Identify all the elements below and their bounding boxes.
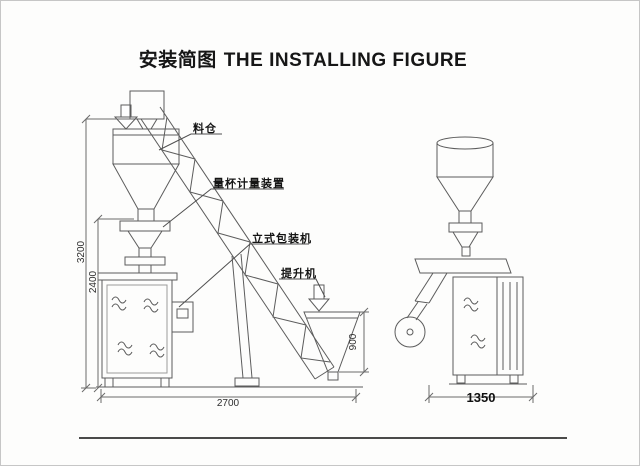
leader-measuring-device <box>162 188 284 228</box>
page-title-zh: 安装简图 <box>138 50 217 71</box>
measuring-cup-device <box>119 220 171 274</box>
control-box <box>171 301 194 333</box>
packing-machine-side <box>452 276 524 384</box>
side-measuring-device <box>448 222 483 257</box>
callout-hopper: 料仓 <box>193 123 217 135</box>
infeed-arrow-icon <box>113 104 139 130</box>
leader-packing-machine <box>178 243 309 308</box>
machine-foot-left <box>104 377 114 388</box>
page-title: 安装简图 THE INSTALLING FIGURE <box>1 45 605 72</box>
front-view <box>96 90 363 388</box>
elevator-truss-bracing <box>161 116 331 363</box>
material-hopper <box>112 128 180 222</box>
dimension-ticks <box>81 114 538 402</box>
elevator-support-post <box>231 253 260 387</box>
side-foot-right <box>509 374 519 384</box>
dim-machine-height: 2400 <box>88 270 99 294</box>
feed-arrow-icon <box>307 284 331 312</box>
dim-overall-width: 2700 <box>216 398 240 409</box>
dim-side-view-width: 1350 <box>466 390 496 405</box>
leader-lines <box>158 133 326 308</box>
callout-elevator: 提升机 <box>281 268 317 280</box>
side-table-top <box>414 258 512 304</box>
elevator-head <box>129 90 165 120</box>
leader-hopper <box>158 133 222 151</box>
side-foot-left <box>456 374 466 384</box>
dim-elevator-hopper-height: 900 <box>348 333 359 351</box>
dimension-lines <box>81 114 538 403</box>
film-roll <box>394 301 428 348</box>
callout-measuring-device: 量杯计量装置 <box>213 178 285 190</box>
side-hopper <box>436 136 494 224</box>
elevator-conveyor <box>129 90 335 387</box>
machine-foot-right <box>160 377 170 388</box>
side-view <box>394 136 527 385</box>
packing-machine-front <box>97 272 194 388</box>
callout-vertical-packing-machine: 立式包装机 <box>252 233 312 245</box>
leader-elevator <box>279 278 326 298</box>
elevator-feed-hopper <box>303 311 361 381</box>
page-title-en: THE INSTALLING FIGURE <box>223 50 468 71</box>
elevator-spout <box>136 118 158 130</box>
